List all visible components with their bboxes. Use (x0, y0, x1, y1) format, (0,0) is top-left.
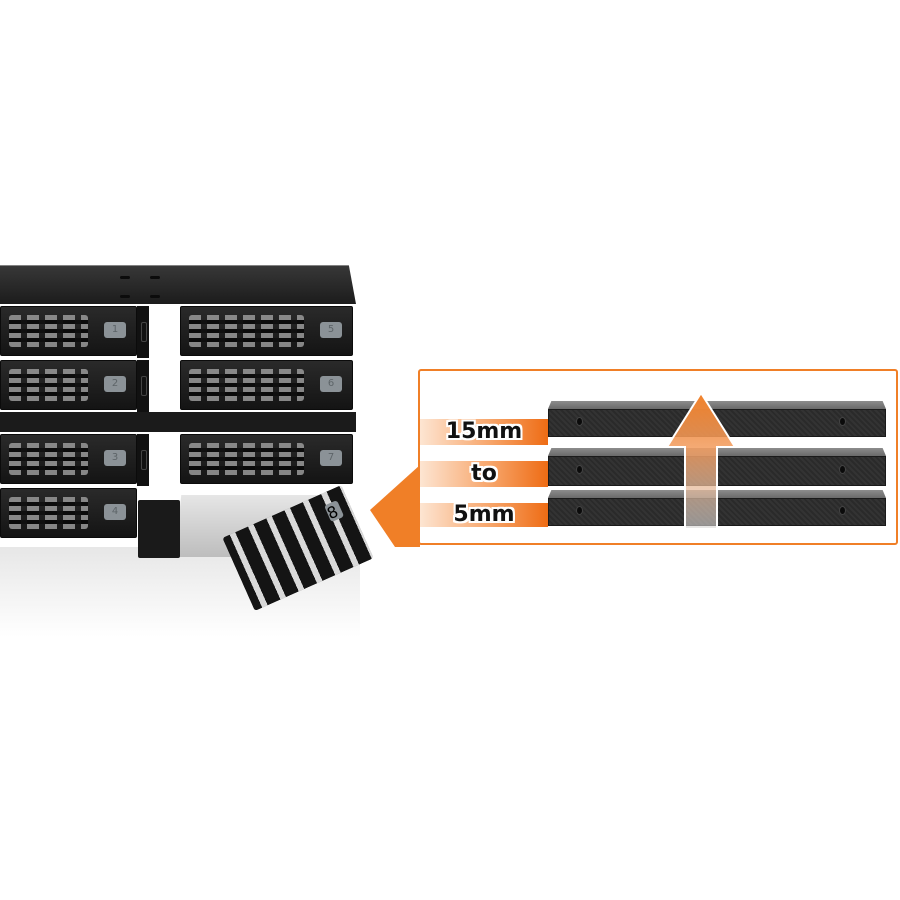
bay-number-badge: 6 (320, 376, 342, 392)
bay-number-badge: 4 (104, 504, 126, 520)
mounting-hole (120, 276, 130, 279)
bay-number-badge: 1 (104, 322, 126, 338)
screw-hole (840, 507, 845, 514)
vent-grille (9, 497, 88, 529)
mounting-hole (120, 295, 130, 298)
drive-bay-2[interactable]: 2 (0, 360, 137, 410)
screw-hole (840, 418, 845, 425)
led-slot (141, 376, 147, 396)
screw-hole (577, 466, 582, 473)
bay-number-badge: 7 (320, 450, 342, 466)
enclosure-top-plate (0, 265, 356, 304)
drive-bay-3[interactable]: 3 (0, 434, 137, 484)
ejected-drive-tray[interactable]: 8 (138, 485, 374, 611)
drive-bay-6[interactable]: 6 (180, 360, 353, 410)
mounting-hole (150, 295, 160, 298)
label-to: to (420, 461, 548, 487)
screw-hole (577, 418, 582, 425)
vent-grille (189, 315, 304, 347)
mounting-hole (150, 276, 160, 279)
drive-bay-4[interactable]: 4 (0, 488, 137, 538)
vent-grille (9, 369, 88, 401)
screw-hole (577, 507, 582, 514)
arrow-up-icon (665, 391, 737, 530)
tray-bracket (138, 500, 180, 558)
drive-bay-7[interactable]: 7 (180, 434, 353, 484)
bay-number-badge: 2 (104, 376, 126, 392)
led-slot (141, 450, 147, 470)
bay-number-badge: 3 (104, 450, 126, 466)
height-callout-box: 15mm to 5mm (418, 369, 898, 545)
vent-grille (189, 369, 304, 401)
drive-enclosure: 1 2 3 4 5 6 7 (0, 262, 356, 547)
label-15mm: 15mm (420, 419, 548, 445)
vent-grille (189, 443, 304, 475)
ssd-top (548, 401, 886, 409)
screw-hole (840, 466, 845, 473)
bay-divider (137, 306, 149, 358)
bay-number-badge: 5 (320, 322, 342, 338)
label-5mm: 5mm (420, 503, 548, 527)
vent-grille (9, 443, 88, 475)
led-slot (141, 322, 147, 342)
drive-bay-1[interactable]: 1 (0, 306, 137, 356)
bay-number-badge: 8 (324, 500, 345, 523)
bay-divider (137, 360, 149, 412)
vent-grille (9, 315, 88, 347)
drive-bay-5[interactable]: 5 (180, 306, 353, 356)
bay-divider (137, 434, 149, 486)
enclosure-midplate (0, 412, 356, 432)
